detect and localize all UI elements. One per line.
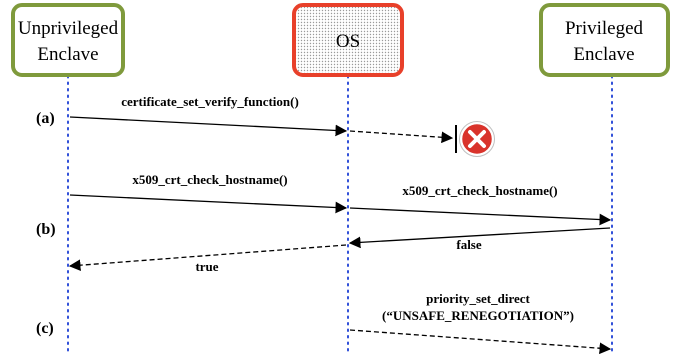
scenario-c-call-label-line2: (“UNSAFE_RENEGOTIATION”) bbox=[382, 308, 574, 323]
privileged-label-line2: Enclave bbox=[573, 44, 634, 65]
privileged-label-line1: Privileged bbox=[565, 18, 644, 39]
participant-privileged-enclave: Privileged Enclave bbox=[539, 3, 670, 77]
unprivileged-label-line2: Enclave bbox=[37, 44, 98, 65]
participant-os: OS bbox=[292, 3, 404, 77]
scenario-b-call-to-os-arrow bbox=[69, 194, 348, 214]
unprivileged-label-line1: Unprivileged bbox=[18, 18, 119, 39]
scenario-a-call-arrow bbox=[69, 116, 348, 137]
scenario-b-call-to-privileged-label: x509_crt_check_hostname() bbox=[402, 183, 557, 198]
os-label: OS bbox=[336, 31, 360, 52]
scenario-b-call-to-os-label: x509_crt_check_hostname() bbox=[132, 172, 287, 187]
scenario-a-forward-arrow bbox=[349, 130, 454, 144]
participant-unprivileged-enclave: Unprivileged Enclave bbox=[11, 3, 125, 77]
scenario-c-call-arrow bbox=[349, 329, 612, 355]
scenario-c-label: (c) bbox=[36, 320, 54, 337]
scenario-b-call-to-privileged-arrow bbox=[349, 207, 612, 226]
scenario-c-call-label-line1: priority_set_direct bbox=[426, 291, 530, 306]
scenario-b-return-to-os-arrow bbox=[348, 227, 611, 249]
scenario-b-return-false-label: false bbox=[456, 237, 482, 252]
scenario-a-label: (a) bbox=[36, 110, 55, 127]
scenario-b-return-to-unprivileged-arrow bbox=[68, 244, 347, 272]
scenario-b-label: (b) bbox=[36, 221, 56, 238]
scenario-a-call-label: certificate_set_verify_function() bbox=[121, 94, 299, 109]
error-x-icon bbox=[459, 121, 495, 157]
scenario-b-return-true-label: true bbox=[195, 259, 218, 274]
